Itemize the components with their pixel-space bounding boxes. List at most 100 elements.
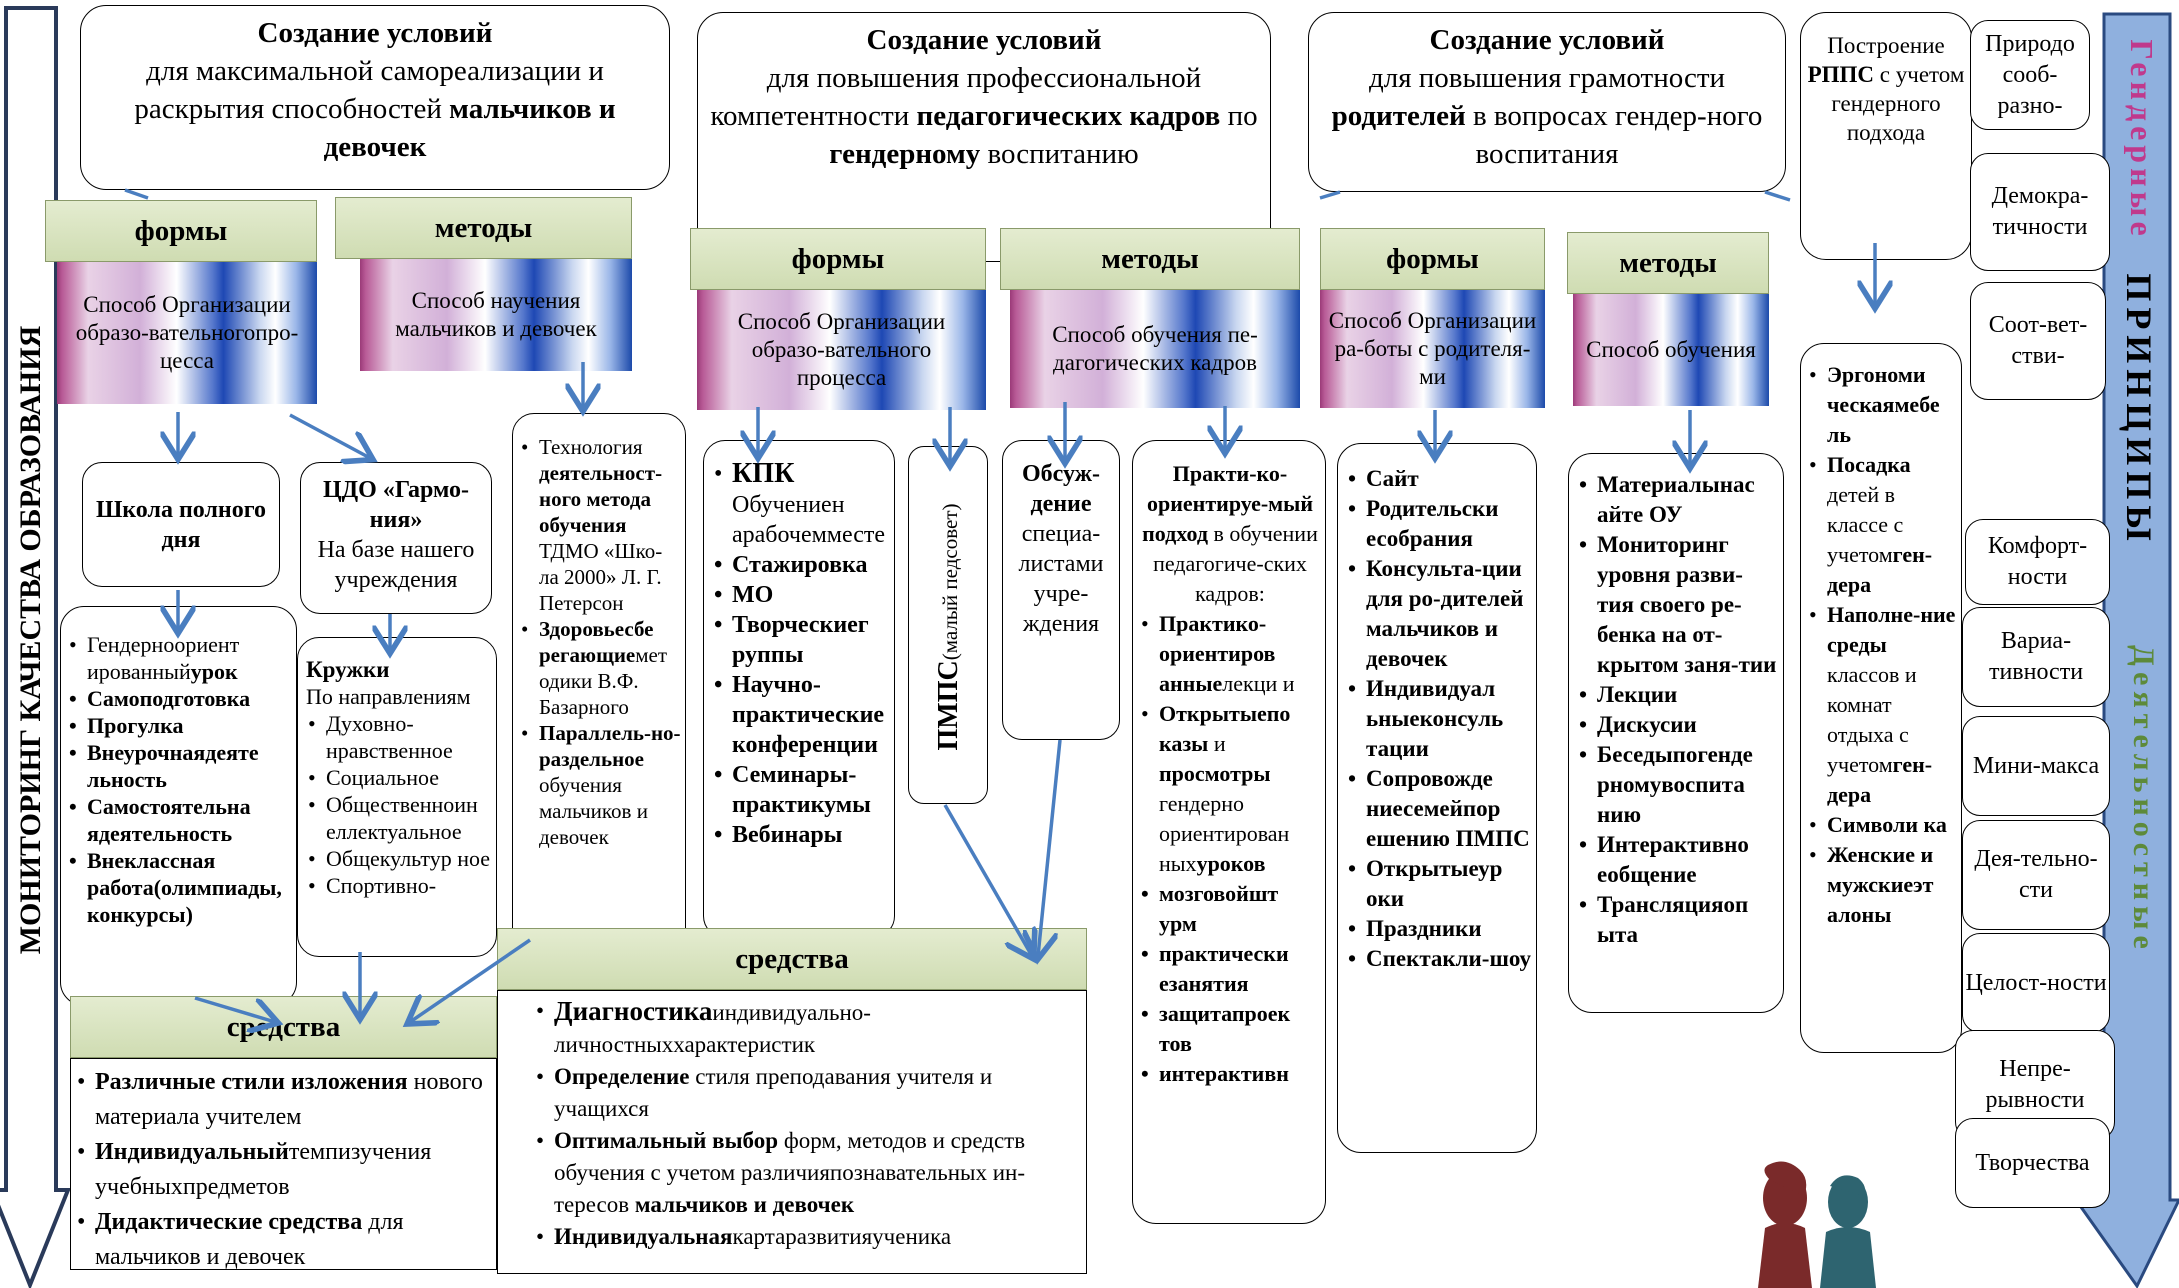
header-children: Создание условий для максимальной саморе… [80,5,670,190]
list-item: МО [712,580,890,610]
list-item: КПК Обучениен арабочемместе [712,459,890,550]
list-item: Праздники [1346,914,1532,944]
list-item: Индивидуал ьныеконсуль тации [1346,674,1532,764]
list-item: практически езанятия [1139,939,1321,999]
technology-box: Технология деятельност-ного метода обуче… [512,413,686,950]
list-item: Общекультур ное [306,845,490,872]
desc-methods-children: Способ научения мальчиков и девочек [360,259,632,371]
list-item: Эргономи ческаямебе ль [1807,360,1957,450]
list-item: Родительски есобрания [1346,494,1532,554]
tab-methods-parents: методы [1567,232,1769,294]
rpps-list-box: Эргономи ческаямебе ль Посадка детей в к… [1800,343,1962,1053]
list-item: мозговойшт урм [1139,879,1321,939]
list-item: Практико-ориентиров анныелекци и [1139,609,1321,699]
circles-box: Кружки По направлениям Духовно-нравствен… [297,637,497,957]
list-item: Здоровьесбе регающиемет одики В.Ф. Базар… [519,616,681,720]
list-item: Интерактивно еобщение [1577,830,1779,890]
list-item: Семинары-практикумы [712,760,890,820]
cdo-title: ЦДО «Гармо-ния» [322,477,469,533]
list-item: Научно-практические конференции [712,670,890,760]
principle-box: Вариа-тивности [1962,607,2110,707]
principle-box: Соот-вет-стви- [1970,282,2106,400]
principle-box: Демокра-тичности [1970,153,2110,271]
list-item: Диагностикаиндивидуально-личностныххарак… [534,995,1082,1061]
desc-methods-parents: Способ обучения [1573,294,1769,406]
list-item: Общественноин еллектуальное [306,791,490,845]
list-item: Женские и мужскиеэт алоны [1807,840,1957,930]
header-teachers-title: Создание условий [866,24,1102,56]
tab-forms-parents: формы [1320,228,1545,290]
list-item: Открытыепо казы и просмотры гендерно ори… [1139,699,1321,879]
list-item: защитапроек тов [1139,999,1321,1059]
discussion-box: Обсуж-дение специа-листами учре-ждения [1002,440,1120,740]
list-item: Внеурочнаядеяте льность [67,739,290,793]
list-item: Трансляцияоп ыта [1577,890,1779,950]
list-item: Посадка детей в классе с учетомген-дера [1807,450,1957,600]
list-item: Самостоятельна ядеятельность [67,793,290,847]
tab-forms-teachers: формы [690,228,986,290]
header-children-title: Создание условий [257,17,493,49]
list-item: Прогулка [67,712,290,739]
header-parents: Создание условий для повышения грамотнос… [1308,12,1786,192]
list-item: Лекции [1577,680,1779,710]
tab-means-teachers: средства [497,928,1087,990]
list-item: Дискусии [1577,710,1779,740]
children-silhouettes-image [1758,1161,1876,1288]
list-item: Самоподготовка [67,685,290,712]
list-item: Оптимальный выбор форм, методов и средст… [534,1125,1082,1221]
list-item: Стажировка [712,550,890,580]
list-item: Технология деятельност-ного метода обуче… [519,434,681,616]
principle-box: Целост-ности [1962,933,2110,1033]
list-item: Творческиег руппы [712,610,890,670]
header-children-text: для максимальной самореализации и раскры… [134,55,616,163]
cdo-garmonia-box: ЦДО «Гармо-ния» На базе нашего учреждени… [300,462,492,614]
list-item: Сопровожде ниесемейпор ешению ПМПС [1346,764,1532,854]
header-parents-title: Создание условий [1429,24,1665,56]
list-item: Консульта-ции для ро-дителей мальчиков и… [1346,554,1532,674]
list-item: Индивидуальнаякартаразвитияученика [534,1221,1082,1253]
tab-methods-teachers: методы [1000,228,1300,290]
principle-box: Природо сооб-разно- [1970,20,2090,130]
list-item: Наполне-ние среды классов и комнат отдых… [1807,600,1957,810]
list-item: Вебинары [712,820,890,850]
list-item: Открытыеур оки [1346,854,1532,914]
list-item: Дидактические средства для мальчиков и д… [75,1205,492,1275]
list-item: Различные стили изложения нового материа… [75,1065,492,1135]
desc-forms-teachers: Способ Организации образо-вательного про… [697,290,986,410]
list-item: Спортивно- [306,872,490,899]
header-parents-text: для повышения грамотности родителей в во… [1331,62,1763,170]
list-item: Сайт [1346,464,1532,494]
list-item: Параллель-но-раздельное обучения мальчик… [519,720,681,850]
means-children-box: Различные стили изложения нового материа… [70,1058,497,1270]
header-teachers: Создание условий для повышения профессио… [697,12,1271,262]
means-teachers-box: Диагностикаиндивидуально-личностныххарак… [497,990,1087,1274]
list-item: Духовно-нравственное [306,710,490,764]
parents-methods-box: Материалынас айте ОУ Мониторинг уровня р… [1568,453,1784,1013]
list-item: Беседыпогенде рномувоспита нию [1577,740,1779,830]
pmps-box: ПМПС(малый педсовет) [908,446,988,804]
rpps-box: Построение РППС с учетом гендерного подх… [1800,12,1972,260]
list-item: Внеклассная работа(олимпиады, конкурсы) [67,847,290,928]
principle-box: Комфорт-ности [1965,519,2110,605]
list-item: Индивидуальныйтемпизучения учебныхпредме… [75,1135,492,1205]
kpk-box: КПК Обучениен арабочемместе Стажировка М… [703,440,895,938]
list-item: интерактивн [1139,1059,1321,1089]
desc-forms-parents: Способ Организации ра-боты с родителя-ми [1320,290,1545,408]
list-item: Социальное [306,764,490,791]
header-teachers-text: для повышения профессиональной компетент… [710,62,1258,170]
cdo-text: На базе нашего учреждения [317,537,475,593]
tab-methods-children: методы [335,197,632,259]
circles-title: Кружки [306,657,390,682]
tab-forms-children: формы [45,200,317,262]
principle-box: Мини-макса [1962,716,2110,816]
circles-subtitle: По направлениям [306,684,471,709]
principle-box: Дея-тельно-сти [1962,820,2110,930]
list-item: Материалынас айте ОУ [1577,470,1779,530]
school-full-day-box: Школа полного дня [82,462,280,587]
list-item: Символи ка [1807,810,1957,840]
desc-forms-children: Способ Организации образо-вательногопро-… [57,262,317,404]
list-item: Определение стиля преподавания учителя и… [534,1061,1082,1125]
practice-intro: Практи-ко-ориентируе-мый подход в обучен… [1142,461,1318,606]
parents-forms-box: Сайт Родительски есобрания Консульта-ции… [1337,443,1537,1153]
